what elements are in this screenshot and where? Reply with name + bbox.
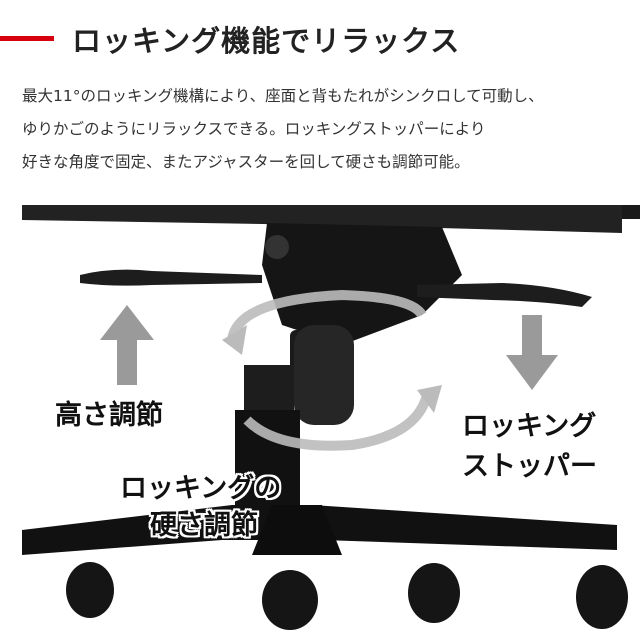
description: 最大11°のロッキング機構により、座面と背もたれがシンクロして可動し、 ゆりかご… [22, 80, 544, 179]
label-locking-stopper-1: ロッキング [462, 411, 597, 442]
description-line: 好きな角度で固定、またアジャスターを回して硬さも調節可能。 [22, 153, 470, 171]
label-height-adjust: 高さ調節 [55, 400, 163, 431]
description-line: 最大11°のロッキング機構により、座面と背もたれがシンクロして可動し、 [22, 87, 544, 105]
description-line: ゆりかごのようにリラックスできる。ロッキングストッパーにより [22, 120, 486, 138]
chair-mechanism-photo: 高さ調節 ロッキング ストッパー ロッキングの 硬さ調節 [22, 205, 640, 640]
label-tension-adjust-2: 硬さ調節 [150, 510, 258, 541]
label-locking-stopper-2: ストッパー [462, 451, 597, 482]
chair-illustration [22, 205, 640, 630]
page-title: ロッキング機能でリラックス [72, 24, 461, 58]
title-accent-bar [0, 36, 54, 41]
label-tension-adjust-1: ロッキングの [120, 473, 282, 504]
